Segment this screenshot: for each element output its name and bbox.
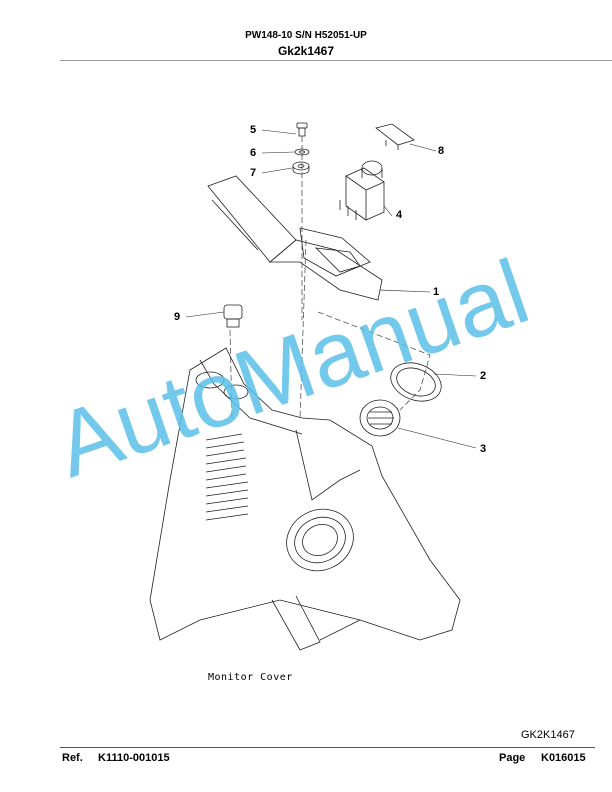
part-5-bolt-drawing — [296, 122, 308, 137]
header-divider — [60, 60, 612, 61]
drawing-code: GK2K1467 — [521, 729, 575, 741]
footer-divider — [60, 747, 595, 748]
part-2-ring-drawing — [390, 362, 442, 402]
callout-6: 6 — [250, 147, 257, 159]
callout-5: 5 — [250, 124, 257, 136]
footer-ref-value: K1110-001015 — [98, 752, 170, 764]
part-7-spacer-drawing — [292, 161, 310, 175]
part-1-bracket-drawing — [207, 175, 383, 301]
callout-4: 4 — [396, 209, 403, 221]
callout-3: 3 — [480, 443, 487, 455]
callout-7: 7 — [250, 167, 257, 179]
callout-2: 2 — [480, 370, 487, 382]
header-code: Gk2k1467 — [277, 44, 335, 58]
part-4-switch-drawing — [339, 160, 385, 221]
monitor-cover-drawing — [149, 347, 461, 651]
part-3-vent-drawing — [359, 399, 401, 437]
callout-8: 8 — [438, 145, 445, 157]
callout-9: 9 — [174, 311, 181, 323]
part-8-plate-drawing — [375, 123, 415, 150]
footer-ref-label: Ref. — [62, 752, 83, 764]
part-9-plug-drawing — [223, 304, 243, 328]
footer-page-value: K016015 — [541, 752, 586, 764]
drawing-caption: Monitor Cover — [208, 672, 293, 683]
header-model: PW148-10 S/N H52051-UP — [245, 30, 367, 41]
footer-page-label: Page — [499, 752, 526, 764]
callout-1: 1 — [433, 286, 440, 298]
